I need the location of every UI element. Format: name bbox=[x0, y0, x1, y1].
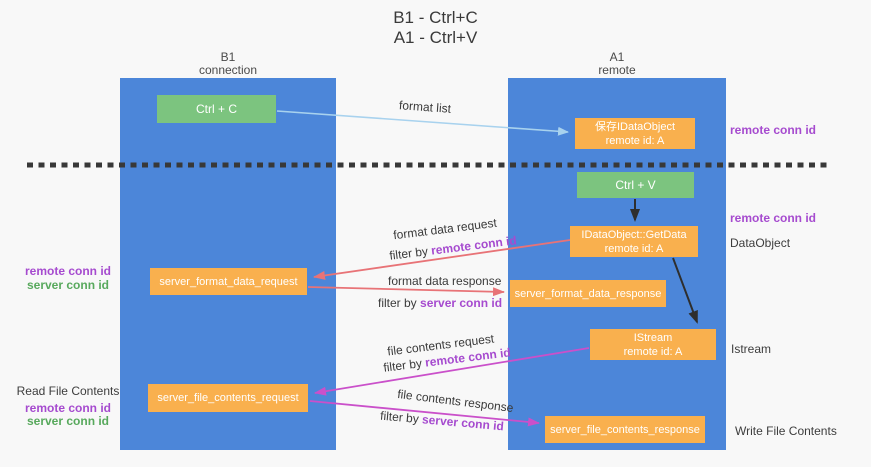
node-getdata: IDataObject::GetData remote id: A bbox=[570, 226, 698, 257]
lane-header-a1: A1 remote bbox=[508, 51, 726, 77]
node-server-format-data-request: server_format_data_request bbox=[150, 268, 307, 295]
filter-by-text: filter by bbox=[388, 243, 433, 263]
filter-by-text: filter by bbox=[378, 296, 421, 310]
node-server-file-contents-response: server_file_contents_response bbox=[545, 416, 705, 443]
annotation-server-conn-id-left: server conn id bbox=[26, 278, 110, 292]
node-ctrl-v: Ctrl + V bbox=[577, 172, 694, 198]
lane-b1-role: connection bbox=[198, 63, 258, 77]
filter-by-text: filter by bbox=[379, 408, 423, 427]
diagram-title: B1 - Ctrl+C A1 - Ctrl+V bbox=[0, 8, 871, 48]
node-ctrl-c: Ctrl + C bbox=[157, 95, 276, 123]
annotation-server-conn-id-bottom: server conn id bbox=[26, 414, 110, 428]
server-conn-id-text: server conn id bbox=[420, 296, 503, 310]
title-line-1: B1 - Ctrl+C bbox=[393, 8, 478, 27]
node-istream-line2: remote id: A bbox=[623, 345, 683, 358]
annotation-remote-conn-id-top: remote conn id bbox=[730, 123, 817, 137]
lane-a1-name: A1 bbox=[609, 50, 625, 64]
node-istream: IStream remote id: A bbox=[590, 329, 716, 360]
node-server-file-contents-response-label: server_file_contents_response bbox=[550, 423, 700, 436]
node-server-format-data-response: server_format_data_response bbox=[510, 280, 666, 307]
node-saved-dataobject-line1: 保存IDataObject bbox=[594, 120, 676, 133]
label-filter-by-server-1: filter by server conn id bbox=[378, 296, 502, 310]
annotation-remote-conn-id-mid: remote conn id bbox=[730, 211, 817, 225]
annotation-istream: Istream bbox=[731, 342, 772, 356]
node-server-file-contents-request-label: server_file_contents_request bbox=[157, 392, 299, 404]
label-format-data-response: format data response bbox=[388, 274, 502, 288]
node-server-file-contents-request: server_file_contents_request bbox=[148, 384, 308, 412]
node-ctrl-v-label: Ctrl + V bbox=[615, 178, 656, 192]
lane-a1-role: remote bbox=[598, 63, 636, 77]
annotation-remote-conn-id-left: remote conn id bbox=[24, 264, 111, 278]
node-getdata-line1: IDataObject::GetData bbox=[581, 228, 687, 241]
node-server-format-data-response-label: server_format_data_response bbox=[514, 287, 662, 300]
label-format-list: format list bbox=[398, 98, 452, 116]
node-istream-line1: IStream bbox=[633, 331, 673, 344]
annotation-write-file-contents: Write File Contents bbox=[735, 424, 837, 438]
remote-conn-id-text: remote conn id bbox=[430, 233, 518, 258]
annotation-remote-conn-id-bottom: remote conn id bbox=[24, 401, 111, 415]
node-getdata-line2: remote id: A bbox=[604, 242, 664, 255]
annotation-read-file-contents: Read File Contents bbox=[16, 384, 120, 398]
node-saved-dataobject: 保存IDataObject remote id: A bbox=[575, 118, 695, 149]
node-saved-dataobject-line2: remote id: A bbox=[605, 134, 665, 147]
annotation-dataobject: DataObject bbox=[730, 236, 791, 250]
node-ctrl-c-label: Ctrl + C bbox=[195, 102, 237, 116]
label-filter-by-server-2: filter by server conn id bbox=[380, 409, 505, 434]
title-line-2: A1 - Ctrl+V bbox=[393, 28, 478, 47]
filter-by-text: filter by bbox=[382, 355, 427, 375]
server-conn-id-text: server conn id bbox=[421, 412, 505, 434]
lane-header-b1: B1 connection bbox=[120, 51, 336, 77]
lane-b1-name: B1 bbox=[220, 50, 236, 64]
node-server-format-data-request-label: server_format_data_request bbox=[159, 275, 298, 288]
